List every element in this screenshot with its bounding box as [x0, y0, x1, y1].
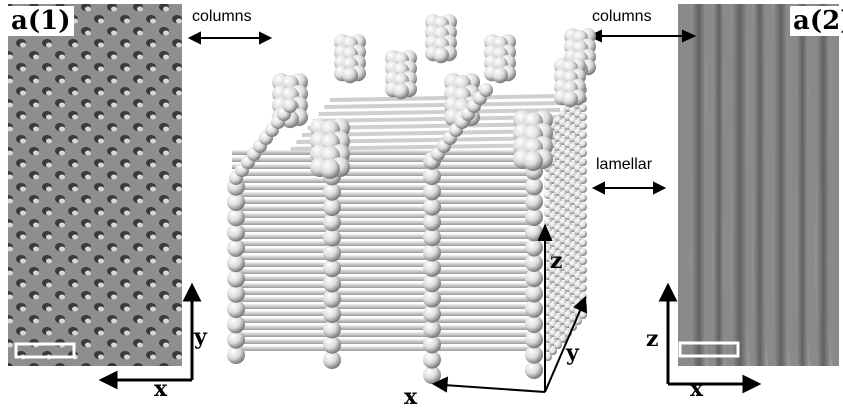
lamella-rod [232, 220, 532, 225]
sphere [423, 320, 441, 338]
sphere [525, 346, 543, 364]
sphere [227, 254, 245, 272]
lamella-rod [232, 234, 532, 239]
sphere [393, 83, 409, 99]
model-z-label: z [550, 248, 563, 274]
micrograph-right [678, 4, 839, 366]
sphere [323, 336, 341, 354]
lamellar-arrowhead-right [654, 183, 664, 193]
right-z-arrowhead [661, 286, 675, 300]
right-x-label: x [690, 376, 703, 402]
sphere [283, 99, 297, 113]
sphere [562, 91, 578, 107]
micrograph-left [8, 4, 182, 366]
sphere [525, 269, 543, 287]
left-x-arrowhead [102, 373, 116, 387]
lamella-rod [232, 213, 532, 218]
sphere [423, 351, 441, 369]
lamella-rod [232, 164, 532, 169]
columns-left-label: columns [192, 8, 252, 26]
model-x-label: x [404, 384, 417, 410]
lamella-rod [232, 283, 532, 288]
sphere [579, 212, 587, 220]
lamella-rod [232, 311, 532, 316]
sphere [579, 257, 587, 265]
lamella-rod [232, 297, 532, 302]
molecular-model [227, 14, 596, 384]
sphere [579, 221, 587, 229]
lamellar-label: lamellar [596, 156, 652, 174]
sphere [579, 275, 587, 283]
sphere [579, 239, 587, 247]
panel-label-a2: a(2) [790, 6, 843, 36]
sphere [579, 230, 587, 238]
model-y-label: y [566, 340, 579, 366]
lamella-rod [232, 150, 532, 155]
lamella-rod [232, 332, 532, 337]
lamella-rod [232, 318, 532, 323]
micrograph-streak [730, 4, 750, 366]
left-x-label: x [154, 376, 167, 402]
sphere [320, 159, 340, 179]
lamella-rod [324, 103, 560, 107]
sphere [579, 194, 587, 202]
sphere [579, 149, 587, 157]
lamella-rod [232, 171, 532, 176]
lamellar-arrowhead-left [594, 183, 604, 193]
sphere [579, 140, 587, 148]
sphere [579, 104, 587, 112]
lamella-rod [232, 178, 532, 183]
sphere [579, 185, 587, 193]
lamella-rod [232, 192, 532, 197]
sphere [579, 131, 587, 139]
sphere [342, 67, 358, 83]
sphere [227, 331, 245, 349]
sphere [579, 167, 587, 175]
sphere [579, 266, 587, 274]
sphere [492, 67, 508, 83]
lamella-rod [232, 269, 532, 274]
sphere [579, 176, 587, 184]
model-x-axis [444, 385, 545, 392]
sphere [323, 259, 341, 277]
lamella-rod [232, 325, 532, 330]
columns-right-label: columns [592, 8, 652, 26]
lamella-rod [232, 199, 532, 204]
sphere [579, 113, 587, 121]
sphere [433, 47, 449, 63]
sphere [227, 300, 245, 318]
lamella-rod [232, 255, 532, 260]
sphere [323, 305, 341, 323]
sphere [579, 284, 587, 292]
sphere [579, 248, 587, 256]
lamella-rod [232, 276, 532, 281]
left-y-arrowhead [185, 286, 199, 300]
lamella-rod [232, 290, 532, 295]
sphere [523, 151, 543, 171]
sphere [579, 122, 587, 130]
lamella-rod [232, 304, 532, 309]
sphere [479, 83, 493, 97]
sphere [579, 203, 587, 211]
sphere [525, 315, 543, 333]
lamella-rod [232, 248, 532, 253]
right-z-label: z [646, 326, 659, 352]
lamella-rod [232, 185, 532, 190]
lamella-rod [232, 206, 532, 211]
sphere [423, 274, 441, 292]
panel-label-a1: a(1) [8, 6, 74, 36]
lamella-rod [232, 227, 532, 232]
right-x-arrowhead [744, 377, 758, 391]
columns-left-arrowhead-right [260, 33, 270, 43]
lamella-rod [232, 241, 532, 246]
lamella-rod [232, 262, 532, 267]
left-y-label: y [194, 324, 207, 350]
sphere [579, 158, 587, 166]
lamella-rod [232, 346, 532, 351]
columns-left-arrowhead-left [190, 33, 200, 43]
lamella-rod [232, 157, 532, 162]
lamella-rod [232, 339, 532, 344]
